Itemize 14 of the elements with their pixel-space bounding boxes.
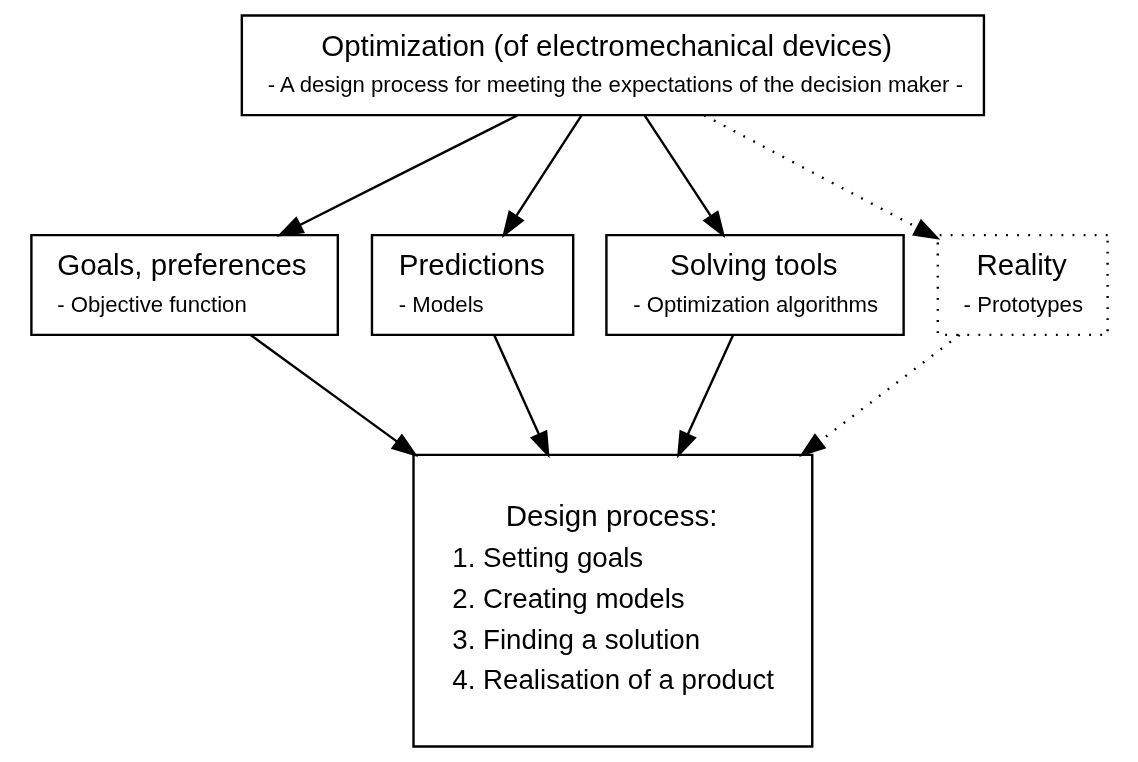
node-box: Predictions - Models <box>370 233 574 337</box>
arrow <box>676 334 734 459</box>
arrow <box>643 115 725 238</box>
node-box: Design process: 1. Setting goals 2. Creating models 3. Finding a solution 4. Realisation of a product <box>411 453 813 748</box>
arrow <box>276 114 518 237</box>
node-box: Solving tools - Optimization algorithms <box>604 233 905 337</box>
node-box: Reality - Prototypes <box>936 233 1109 337</box>
node-box: Optimization (of electromechanical devices) - A design process for meeting the expectations of the decision maker - <box>240 14 985 117</box>
arrow <box>703 114 940 240</box>
arrow <box>501 115 582 238</box>
arrow <box>798 333 960 458</box>
arrow <box>249 333 418 457</box>
node-box: Goals, preferences - Objective function <box>29 233 339 337</box>
arrow <box>492 334 550 459</box>
